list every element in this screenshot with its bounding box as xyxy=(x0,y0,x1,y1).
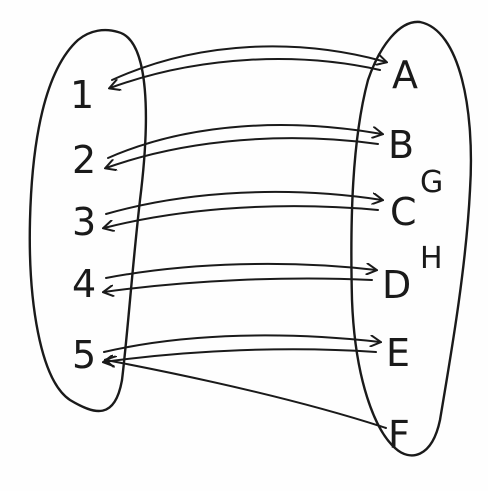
arrow-4-to-d xyxy=(105,264,376,279)
codomain-label-b: B xyxy=(388,123,414,167)
extra-label-g: G xyxy=(420,165,443,200)
codomain-ellipse xyxy=(350,20,473,457)
codomain-label-c: C xyxy=(390,190,417,234)
arrow-a-to-1 xyxy=(110,58,381,88)
arrow-c-to-3 xyxy=(104,205,379,228)
domain-label-5: 5 xyxy=(72,333,96,377)
domain-label-4: 4 xyxy=(72,262,96,306)
arrow-1-to-a xyxy=(111,45,386,81)
domain-label-1: 1 xyxy=(70,73,94,117)
codomain-label-a: A xyxy=(392,53,418,97)
codomain-label-e: E xyxy=(386,331,410,375)
domain-label-2: 2 xyxy=(72,138,96,182)
domain-label-3: 3 xyxy=(72,200,96,244)
arrow-e-to-5 xyxy=(104,348,377,362)
domain-ellipse xyxy=(28,28,148,413)
codomain-label-f: F xyxy=(388,413,410,457)
extra-label-h: H xyxy=(420,241,443,276)
codomain-label-d: D xyxy=(382,263,411,307)
arrow-5-to-e xyxy=(103,334,380,353)
arrow-2-to-b xyxy=(107,124,382,159)
arrow-3-to-c xyxy=(105,190,382,215)
arrow-d-to-4 xyxy=(104,277,373,293)
arrow-b-to-2 xyxy=(106,137,379,168)
arrow-f-to-5 xyxy=(106,360,387,429)
